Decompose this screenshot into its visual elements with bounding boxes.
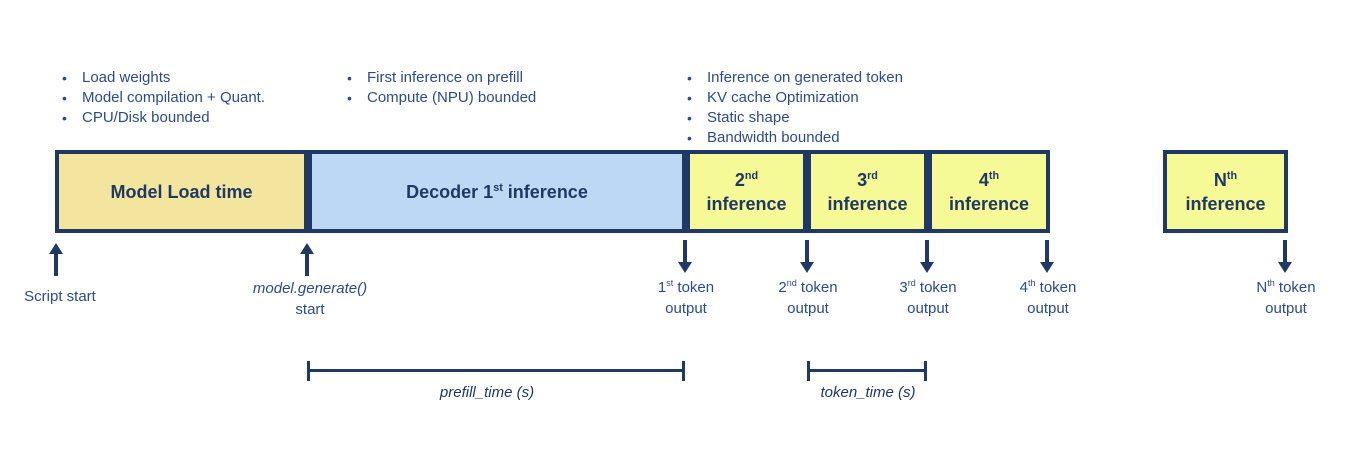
model-load-notes: Load weights Model compilation + Quant. … <box>56 68 265 128</box>
note-load-weights: Load weights <box>56 68 265 88</box>
arrow-shaft <box>1045 240 1049 262</box>
third-inference-word: inference <box>827 193 908 214</box>
timeline-box-third-inference: 3rd inference <box>807 150 928 233</box>
note-first-inference-prefill: First inference on prefill <box>341 68 536 88</box>
arrow-shaft <box>305 254 309 276</box>
measure-line <box>810 369 924 372</box>
second-token-output-arrow-down-icon <box>800 240 814 273</box>
third-token-output-label: 3rd token output <box>899 278 957 318</box>
model-generate-start-arrow-up-icon <box>300 243 314 276</box>
first-token-output-arrow-down-icon <box>678 240 692 273</box>
fourth-token-output-arrow-down-icon <box>1040 240 1054 273</box>
token-time-label: token_time (s) <box>820 384 916 401</box>
nth-inference-word: inference <box>1185 193 1266 214</box>
timeline-box-second-inference: 2nd inference <box>686 150 807 233</box>
script-start-arrow-up-icon <box>49 243 63 276</box>
second-inference-word: inference <box>706 193 787 214</box>
note-cpu-disk-bounded: CPU/Disk bounded <box>56 108 265 128</box>
decoder-label: Decoder 1st inference <box>406 181 588 202</box>
timeline-box-model-load: Model Load time <box>55 150 308 233</box>
model-generate-start-label: model.generate() start <box>252 280 368 318</box>
timeline-box-nth-inference: Nth inference <box>1163 150 1288 233</box>
note-compute-npu-bounded: Compute (NPU) bounded <box>341 88 536 108</box>
note-bandwidth-bounded: Bandwidth bounded <box>681 128 903 148</box>
arrow-head <box>678 262 692 273</box>
arrow-shaft <box>54 254 58 276</box>
prefill-time-label: prefill_time (s) <box>439 384 535 401</box>
second-token-output-label: 2nd token output <box>778 278 838 318</box>
arrow-head <box>300 243 314 254</box>
token-generation-notes: Inference on generated token KV cache Op… <box>681 68 903 148</box>
arrow-shaft <box>925 240 929 262</box>
note-kv-cache-optimization: KV cache Optimization <box>681 88 903 108</box>
note-model-compilation: Model compilation + Quant. <box>56 88 265 108</box>
prefill-time-bracket <box>307 361 685 381</box>
nth-inference-ordinal: Nth <box>1213 169 1238 190</box>
arrow-head <box>920 262 934 273</box>
note-static-shape: Static shape <box>681 108 903 128</box>
first-token-output-label: 1st token output <box>657 278 715 318</box>
timeline-box-decoder-first-inference: Decoder 1st inference <box>308 150 686 233</box>
note-inference-generated-token: Inference on generated token <box>681 68 903 88</box>
nth-token-output-arrow-down-icon <box>1278 240 1292 273</box>
fourth-inference-ordinal: 4th <box>978 169 1000 190</box>
second-inference-ordinal: 2nd <box>734 169 759 190</box>
arrow-head <box>49 243 63 254</box>
arrow-shaft <box>683 240 687 262</box>
measure-line <box>310 369 682 372</box>
nth-token-output-label: Nth token output <box>1256 278 1316 318</box>
arrow-shaft <box>1283 240 1287 262</box>
arrow-shaft <box>805 240 809 262</box>
arrow-head <box>1040 262 1054 273</box>
fourth-token-output-label: 4th token output <box>1019 278 1077 318</box>
arrow-head <box>1278 262 1292 273</box>
third-inference-ordinal: 3rd <box>857 169 878 190</box>
timeline-box-fourth-inference: 4th inference <box>928 150 1050 233</box>
model-load-label: Model Load time <box>110 181 253 202</box>
token-time-bracket <box>807 361 927 381</box>
decoder-notes: First inference on prefill Compute (NPU)… <box>341 68 536 108</box>
fourth-inference-word: inference <box>948 193 1030 214</box>
third-token-output-arrow-down-icon <box>920 240 934 273</box>
arrow-head <box>800 262 814 273</box>
script-start-label: Script start <box>24 288 96 305</box>
